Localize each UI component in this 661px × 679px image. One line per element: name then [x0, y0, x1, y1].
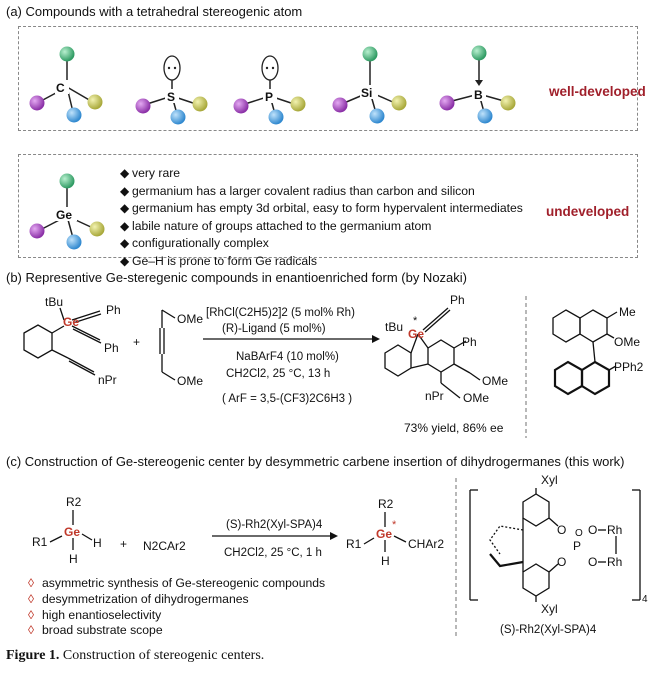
- boron-center-model: B: [439, 45, 516, 124]
- plus-sign: +: [120, 537, 127, 551]
- figure-caption: Figure 1. Construction of stereogenic ce…: [6, 648, 264, 664]
- well-developed-label: well-developed: [549, 84, 646, 99]
- h-label: H: [93, 536, 102, 550]
- carbene-insertion-scheme: R1 Ge R2 H H + N2CAr2 (S)-Rh2(Xyl-SPA)4 …: [32, 473, 648, 638]
- arf-definition: ( ArF = 3,5-(CF3)2C6H3 ): [222, 393, 352, 405]
- xyl-label: Xyl: [541, 602, 558, 616]
- ph-label: Ph: [104, 341, 119, 355]
- list-item: ◊high enantioselectivity: [28, 607, 162, 622]
- h-label: H: [69, 552, 78, 566]
- condition-solvent: CH2Cl2, 25 °C, 1 h: [224, 547, 322, 559]
- germanium-center-model: Ge: [29, 173, 105, 250]
- ge-label: Ge: [64, 525, 80, 539]
- pph2-label: PPh2: [614, 360, 644, 374]
- oxygen-label: O: [588, 555, 597, 569]
- list-item: ◆configurationally complex: [120, 236, 269, 251]
- me-label: Me: [619, 305, 636, 319]
- npr-label: nPr: [425, 389, 444, 403]
- catalyst-name: (S)-Rh2(Xyl-SPA)4: [500, 624, 597, 636]
- rh-label: Rh: [607, 523, 622, 537]
- atom-label-si: Si: [361, 86, 372, 100]
- undeveloped-label: undeveloped: [546, 204, 630, 219]
- product-substituent: CHAr2: [408, 537, 444, 551]
- condition-ligand: (R)-Ligand (5 mol%): [222, 323, 326, 335]
- carbon-center-model: C: [29, 46, 103, 123]
- ph-label: Ph: [450, 293, 465, 307]
- figure-caption-text: Construction of stereogenic centers.: [62, 648, 265, 663]
- work-highlights-list: ◊asymmetric synthesis of Ge-stereogenic …: [28, 576, 325, 639]
- npr-label: nPr: [98, 373, 117, 387]
- sulfur-center-model: S: [135, 55, 208, 125]
- r2-label: R2: [378, 497, 394, 511]
- ge-label: Ge: [63, 315, 79, 329]
- list-item: ◆germanium has a larger covalent radius …: [120, 183, 475, 198]
- ome-label: OMe: [463, 391, 489, 405]
- xyl-label: Xyl: [541, 473, 558, 487]
- yield-text: 73% yield, 86% ee: [404, 421, 504, 435]
- atom-label-c: C: [56, 81, 65, 95]
- atom-label-p: P: [265, 90, 273, 104]
- condition-nabarf: NaBArF4 (10 mol%): [236, 351, 339, 363]
- phosphorus-center-model: P: [233, 55, 306, 125]
- oxygen-label: O: [588, 523, 597, 537]
- atom-label-ge: Ge: [56, 208, 72, 222]
- ome-label: OMe: [614, 335, 640, 349]
- oxygen-label: O: [557, 523, 566, 537]
- subscript-4: 4: [642, 594, 648, 605]
- oxygen-label: O: [575, 528, 583, 539]
- ph-label: Ph: [106, 303, 121, 317]
- ge-label: Ge: [408, 327, 424, 341]
- condition-catalyst: (S)-Rh2(Xyl-SPA)4: [226, 519, 323, 531]
- condition-rh: [RhCl(C2H5)2]2 (5 mol% Rh): [206, 307, 355, 319]
- list-item: ◆very rare: [120, 166, 181, 180]
- silicon-center-model: Si: [332, 46, 407, 124]
- rh-label: Rh: [607, 555, 622, 569]
- r1-label: R1: [32, 535, 48, 549]
- list-item: ◆labile nature of groups attached to the…: [120, 218, 432, 233]
- tbu-label: tBu: [385, 320, 403, 334]
- germanium-challenges-list: ◆very rare ◆germanium has a larger coval…: [120, 165, 523, 271]
- list-item: ◊broad substrate scope: [28, 623, 163, 638]
- stereocenter-star: *: [392, 519, 397, 531]
- r1-label: R1: [346, 537, 362, 551]
- diazo-reagent: N2CAr2: [143, 539, 186, 553]
- stereocenter-star: *: [413, 315, 418, 327]
- atom-label-s: S: [167, 90, 175, 104]
- plus-sign: +: [133, 335, 140, 349]
- list-item: ◊asymmetric synthesis of Ge-stereogenic …: [28, 576, 326, 590]
- ph-label: Ph: [462, 335, 477, 349]
- condition-solvent: CH2Cl2, 25 °C, 13 h: [226, 368, 330, 380]
- section-b-title: (b) Representive Ge-steregenic compounds…: [6, 270, 467, 285]
- section-c-title: (c) Construction of Ge-stereogenic cente…: [6, 454, 625, 469]
- undeveloped-box: [18, 154, 638, 258]
- list-item: ◊desymmetrization of dihydrogermanes: [28, 591, 249, 606]
- ge-label: Ge: [376, 527, 392, 541]
- section-a-title: (a) Compounds with a tetrahedral stereog…: [6, 4, 303, 19]
- nozaki-reaction-scheme: tBu Ge Ph Ph nPr + OMe OMe [RhCl(C2H5)2]…: [23, 293, 644, 438]
- phosphorus-label: P: [573, 539, 581, 553]
- figure-label: Figure 1.: [6, 648, 60, 663]
- atom-label-b: B: [474, 88, 483, 102]
- oxygen-label: O: [557, 555, 566, 569]
- h-label: H: [381, 554, 390, 568]
- tetrahedral-atoms-figure: C S P Si: [29, 45, 516, 125]
- well-developed-box: [18, 26, 638, 131]
- ome-label: OMe: [482, 374, 508, 388]
- list-item: ◆Ge–H is prone to form Ge radicals: [120, 253, 317, 268]
- tbu-label: tBu: [45, 295, 63, 309]
- ome-label: OMe: [177, 374, 203, 388]
- list-item: ◆germanium has empty 3d orbital, easy to…: [120, 201, 523, 216]
- r2-label: R2: [66, 495, 82, 509]
- ome-label: OMe: [177, 312, 203, 326]
